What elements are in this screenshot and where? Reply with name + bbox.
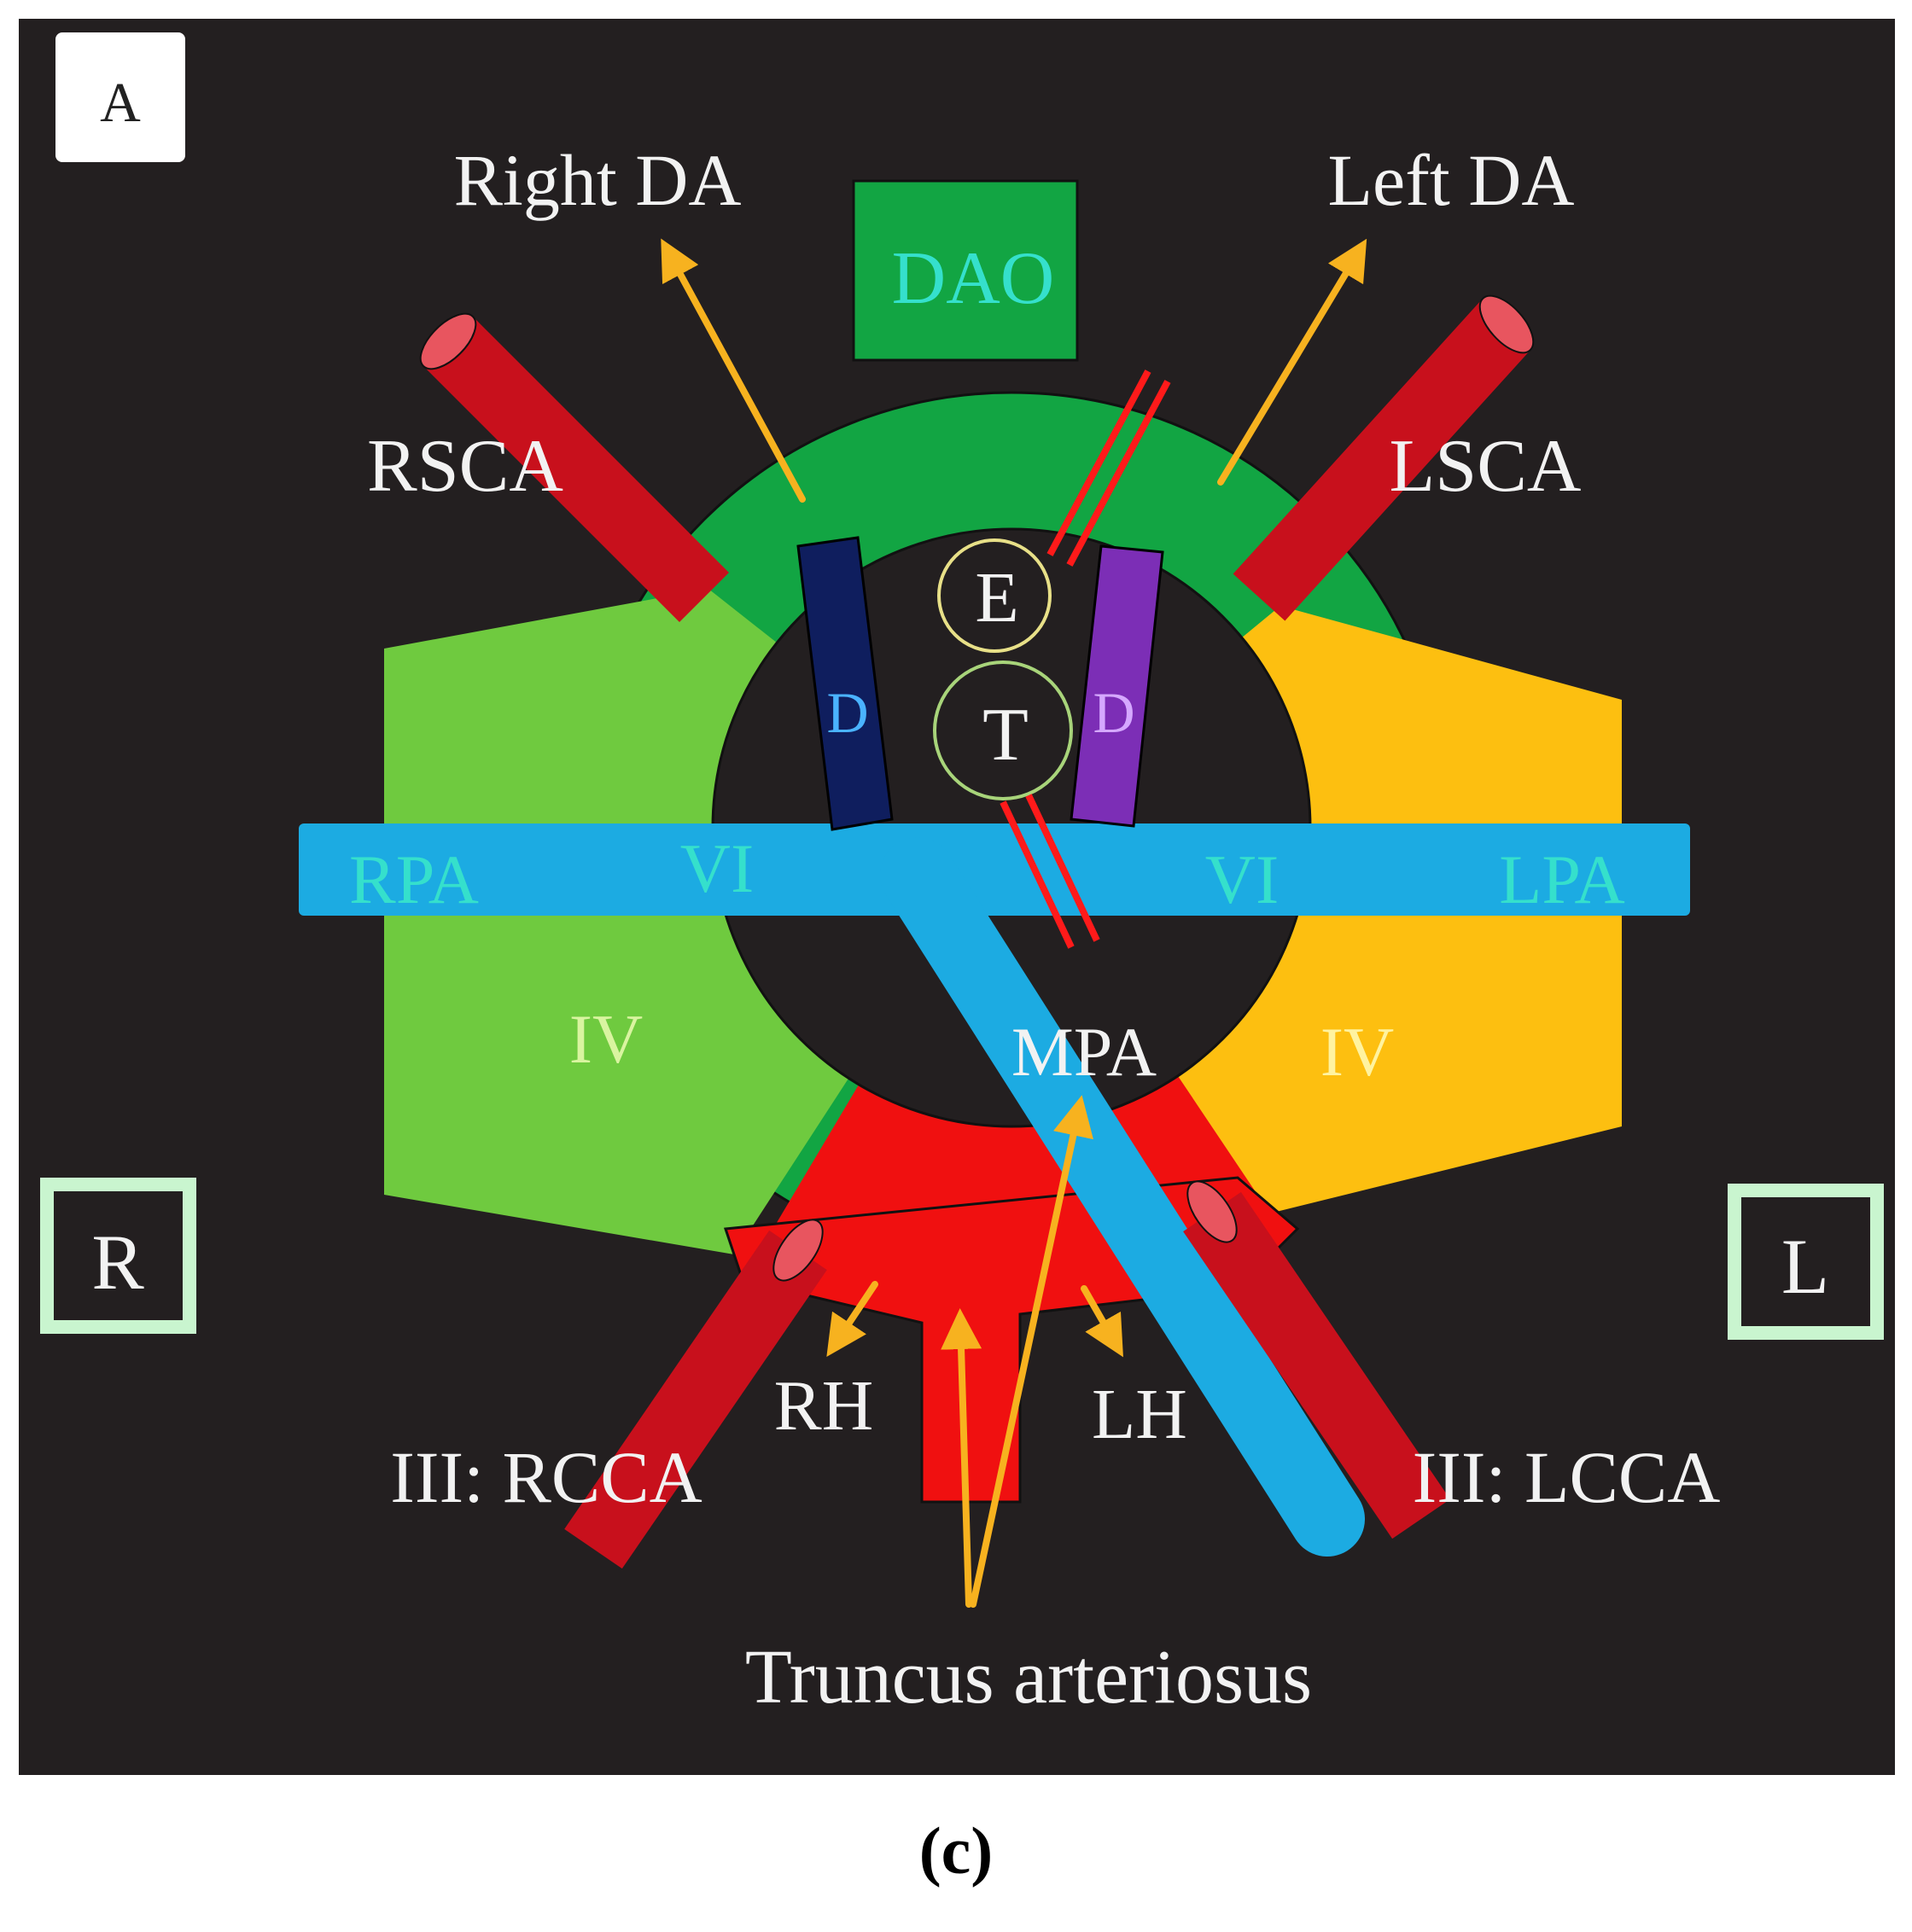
label-vi-right: VI <box>1205 841 1280 918</box>
label-right-da: Right DA <box>454 139 742 221</box>
label-iv-left: IV <box>569 1000 644 1078</box>
label-rsca: RSCA <box>367 425 563 508</box>
side-box-left <box>1728 1184 1884 1340</box>
descending-aorta <box>852 179 1079 362</box>
rcca-vessel <box>564 1219 827 1569</box>
label-rcca: III: RCCA <box>390 1436 702 1518</box>
panel-badge <box>55 32 185 162</box>
arrow-truncus-up <box>941 1308 982 1608</box>
label-truncus: Truncus arteriosus <box>745 1635 1312 1720</box>
label-mpa: MPA <box>1011 1013 1157 1091</box>
label-lpa: LPA <box>1499 841 1624 918</box>
main-pulmonary-artery <box>880 837 1365 1557</box>
arrow-rh <box>826 1281 878 1357</box>
label-d-left: D <box>826 680 868 745</box>
interruption-mark-lower <box>1000 794 1100 949</box>
side-label-r: R <box>91 1219 144 1306</box>
label-lsca: LSCA <box>1390 425 1582 508</box>
arrow-truncus-mpa <box>970 1095 1093 1608</box>
lcca-vessel <box>1183 1180 1450 1539</box>
interruption-mark-upper <box>1046 370 1171 567</box>
label-esophagus: E <box>975 558 1018 637</box>
label-rpa: RPA <box>349 841 479 918</box>
side-label-l: L <box>1781 1223 1829 1310</box>
trachea-circle <box>933 660 1073 800</box>
side-box-right <box>40 1178 196 1334</box>
rsca-vessel <box>419 312 729 622</box>
esophagus-circle <box>937 538 1052 653</box>
label-trachea: T <box>982 694 1029 777</box>
arrow-right-da <box>661 238 806 503</box>
label-lcca: III: LCCA <box>1413 1436 1721 1518</box>
label-d-right: D <box>1093 680 1134 745</box>
panel-letter: A <box>100 72 141 134</box>
arrow-lh <box>1081 1285 1123 1358</box>
label-lh: LH <box>1092 1375 1187 1454</box>
pulmonary-branch-bar <box>299 823 1690 916</box>
label-left-da: Left DA <box>1328 139 1575 221</box>
ductus-right-bar <box>1070 544 1164 828</box>
label-rh: RH <box>774 1366 874 1446</box>
figure-caption: (c) <box>919 1813 994 1888</box>
label-dao: DAO <box>892 237 1055 320</box>
lsca-vessel <box>1233 294 1535 621</box>
arrows <box>661 238 1367 1608</box>
label-iv-right: IV <box>1320 1013 1395 1091</box>
label-vi-left: VI <box>680 829 755 907</box>
arrow-left-da <box>1217 238 1367 486</box>
ductus-left-bar <box>796 536 894 831</box>
